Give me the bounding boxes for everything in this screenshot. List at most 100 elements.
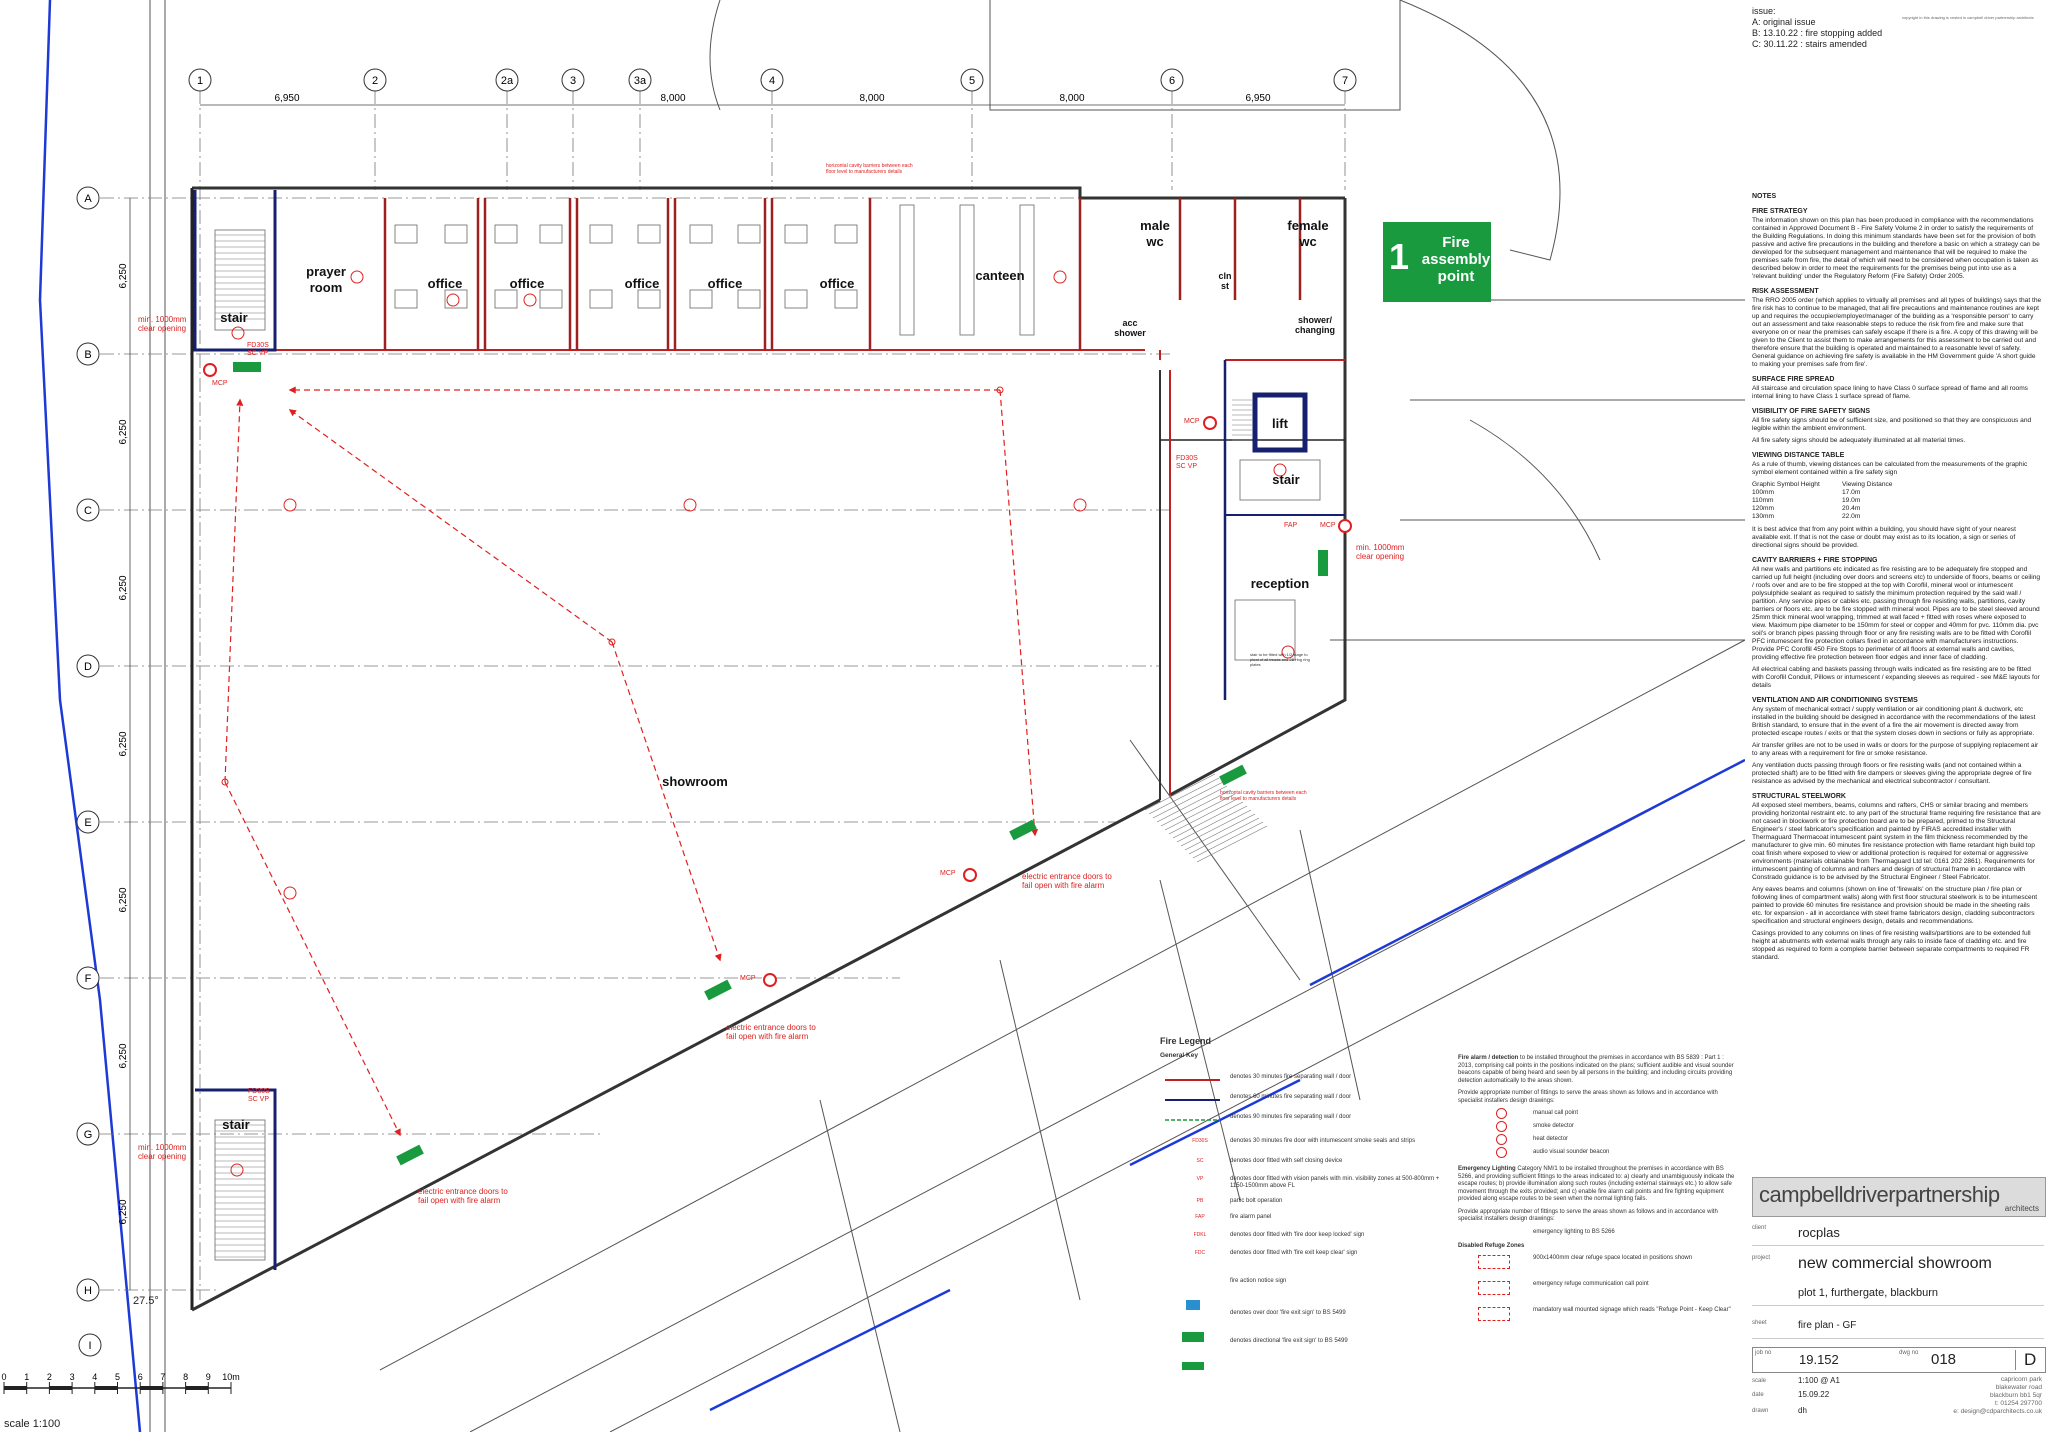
col-dimension: 8,000: [859, 93, 884, 104]
refuge-title: Disabled Refuge Zones: [1458, 1242, 1525, 1249]
fire-assembly-point-sign: 1 Fire assembly point: [1383, 222, 1491, 302]
copyright-note: copyright in this drawing is vested in c…: [1902, 15, 2034, 20]
grid-row-B: B: [76, 342, 100, 366]
grid-lines: [100, 90, 1346, 1300]
svg-text:3a: 3a: [634, 75, 647, 87]
refuge-symbol: [1478, 1307, 1510, 1321]
road-marking: [1309, 758, 1745, 987]
room-office-5: office: [819, 276, 855, 291]
scale-label: scale 1:100: [4, 1418, 61, 1430]
note-paragraph: It is best advice that from any point wi…: [1752, 526, 2016, 549]
legend-item: denotes door fitted with 'fire exit keep…: [1230, 1250, 1358, 1256]
door-spec: FD30S SC VP: [248, 1088, 270, 1103]
scale-date-row: scale 1:100 @ A1 date 15.09.22 drawn dh …: [1752, 1376, 2044, 1432]
fire-legend: Fire Legend General Key denotes 30 minut…: [1160, 1036, 1450, 1344]
address-line: blakewater road: [1995, 1384, 2042, 1391]
project-value: new commercial showroom: [1798, 1255, 1992, 1272]
grid-col-7: 7: [1333, 68, 1357, 92]
project-row: project new commercial showroom plot 1, …: [1752, 1255, 2044, 1306]
detection-text-2: Provide appropriate number of fittings t…: [1458, 1090, 1718, 1104]
svg-text:E: E: [84, 817, 91, 829]
svg-text:B: B: [84, 349, 91, 361]
svg-text:A: A: [84, 193, 92, 205]
cavity-barrier-note: horizontal cavity barriers between each …: [826, 163, 913, 175]
svg-text:3: 3: [570, 75, 576, 87]
detection-item: smoke detector: [1533, 1123, 1575, 1129]
smoke-detectors: [230, 270, 1295, 1177]
grid-col-3: 3: [561, 68, 585, 92]
drawn-label: drawn: [1752, 1408, 1769, 1414]
legend-code: FAP: [1195, 1214, 1205, 1220]
grid-row-E: E: [76, 810, 100, 834]
note-paragraph: All new walls and partitions etc indicat…: [1752, 566, 2041, 661]
svg-text:F: F: [85, 973, 92, 985]
address-line: capricorn park: [2000, 1376, 2042, 1383]
mcp-label: MCP: [740, 975, 756, 982]
office-partitions: [383, 198, 1302, 350]
room-showroom: showroom: [662, 774, 728, 789]
mcp-label: MCP: [940, 870, 956, 877]
legend-code: FDKL: [1193, 1232, 1207, 1238]
legend-item: panic bolt operation: [1230, 1198, 1283, 1204]
row-dimension: 6,250: [118, 731, 129, 756]
legend-item: denotes door fitted with self closing de…: [1230, 1158, 1343, 1164]
notes-title: NOTES: [1752, 193, 1777, 200]
svg-text:7: 7: [1342, 75, 1348, 87]
escape-routes: [224, 386, 1039, 1137]
scale-tick-label: 2: [47, 1372, 52, 1382]
grid-col-4: 4: [760, 68, 784, 92]
legend-item: fire action notice sign: [1230, 1278, 1287, 1284]
sheet-value: fire plan - GF: [1798, 1320, 1857, 1331]
drawing-number-row: job no 19.152 dwg no 018 D: [1752, 1347, 2046, 1373]
legend-code: FDC: [1194, 1250, 1206, 1256]
note-paragraph: Casings provided to any columns on lines…: [1752, 930, 2031, 961]
grid-row-D: D: [76, 654, 100, 678]
clear-opening-note: min. 1000mm clear opening: [1356, 543, 1405, 561]
building-walls: [190, 186, 1347, 1312]
date-value: 15.09.22: [1798, 1390, 1830, 1399]
detection-item: audio visual sounder beacon: [1533, 1149, 1610, 1155]
table-cell: 19.0m: [1842, 497, 1861, 504]
detector-icon: [1496, 1134, 1507, 1145]
job-value: 19.152: [1799, 1352, 1839, 1367]
entrance-door-note: electric entrance doors to fail open wit…: [726, 1023, 816, 1041]
entrance-door-note: electric entrance doors to fail open wit…: [418, 1187, 508, 1205]
legend-item: denotes over door 'fire exit sign' to BS…: [1230, 1310, 1346, 1316]
fire-assembly-text: Fire assembly point: [1421, 234, 1491, 285]
manual-call-points: [203, 363, 1352, 987]
svg-text:G: G: [84, 1129, 93, 1141]
detection-item: heat detector: [1533, 1136, 1569, 1142]
scale-tick-label: 10m: [222, 1372, 240, 1382]
fire-assembly-number: 1: [1389, 236, 1410, 277]
legend-swatches: [1165, 1079, 1220, 1370]
grid-row-G: G: [76, 1122, 100, 1146]
scale-tick-label: 5: [115, 1372, 120, 1382]
note-paragraph: As a rule of thumb, viewing distances ca…: [1752, 461, 2028, 476]
grid-row-H: H: [76, 1278, 100, 1302]
note-paragraph: All electrical cabling and baskets passi…: [1752, 666, 2040, 689]
revision-item: C: 30.11.22 : stairs amended: [1752, 39, 1867, 49]
legend-code: VP: [1196, 1176, 1204, 1182]
note-heading: VENTILATION AND AIR CONDITIONING SYSTEMS: [1752, 697, 1918, 704]
stair-treads: [215, 234, 1252, 1258]
legend-code: FD30S: [1192, 1138, 1208, 1144]
col-dimension: 8,000: [1059, 93, 1084, 104]
room-stair-2: stair: [1272, 472, 1300, 487]
sheet-label: sheet: [1752, 1320, 1767, 1326]
col-dimension: 6,950: [1245, 93, 1270, 104]
note-paragraph: All exposed steel members, beams, column…: [1752, 802, 2041, 881]
grid-col-2: 2: [363, 68, 387, 92]
scale-tick-label: 4: [92, 1372, 97, 1382]
svg-text:2: 2: [372, 75, 378, 87]
road-marking: [709, 1288, 951, 1412]
door-spec: FD30S SC VP: [1176, 455, 1198, 470]
refuge-items: 900x1400mm clear refuge space located in…: [1458, 1255, 1738, 1335]
room-stair-1: stair: [220, 310, 248, 325]
refuge-symbol: [1478, 1255, 1510, 1269]
grid-row-I: I: [78, 1333, 102, 1357]
svg-text:1: 1: [197, 75, 203, 87]
